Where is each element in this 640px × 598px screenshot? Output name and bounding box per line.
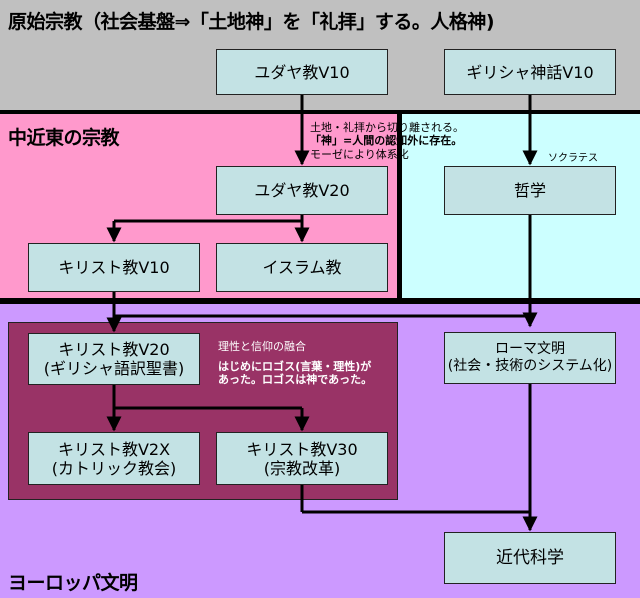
box-judaism-v20[interactable]: ユダヤ教V20 <box>216 166 388 215</box>
note-fusion-title: 理性と信仰の融合 <box>218 340 306 353</box>
box-roman-civilization[interactable]: ローマ文明 (社会・技術のシステム化) <box>444 332 616 384</box>
note-separation-2: 「神」=人間の認知外に存在。 <box>310 134 463 147</box>
box-christianity-v20[interactable]: キリスト教V20 (ギリシャ語訳聖書) <box>28 333 200 385</box>
note-fusion-body: はじめにロゴス(言葉・理性)が あった。ロゴスは神であった。 <box>218 360 373 386</box>
region-primitive-title: 原始宗教（社会基盤⇒「土地神」を「礼拝」する。人格神) <box>8 11 495 33</box>
box-christianity-v2x[interactable]: キリスト教V2X (カトリック教会) <box>28 432 200 485</box>
box-philosophy[interactable]: 哲学 <box>444 166 616 215</box>
note-socrates: ソクラテス <box>548 153 598 164</box>
box-greek-myth-v10[interactable]: ギリシャ神話V10 <box>444 49 616 95</box>
box-modern-science[interactable]: 近代科学 <box>444 532 616 584</box>
note-separation-3: モーゼにより体系化 <box>310 148 409 161</box>
box-islam[interactable]: イスラム教 <box>216 243 388 292</box>
box-christianity-v30[interactable]: キリスト教V30 (宗教改革) <box>216 432 388 485</box>
box-judaism-v10[interactable]: ユダヤ教V10 <box>216 49 388 95</box>
box-christianity-v10[interactable]: キリスト教V10 <box>28 243 200 292</box>
region-middle-east-title: 中近東の宗教 <box>8 127 120 149</box>
region-europe-title: ヨーロッパ文明 <box>8 572 138 594</box>
note-separation-1: 土地・礼拝から切り離される。 <box>310 121 464 134</box>
